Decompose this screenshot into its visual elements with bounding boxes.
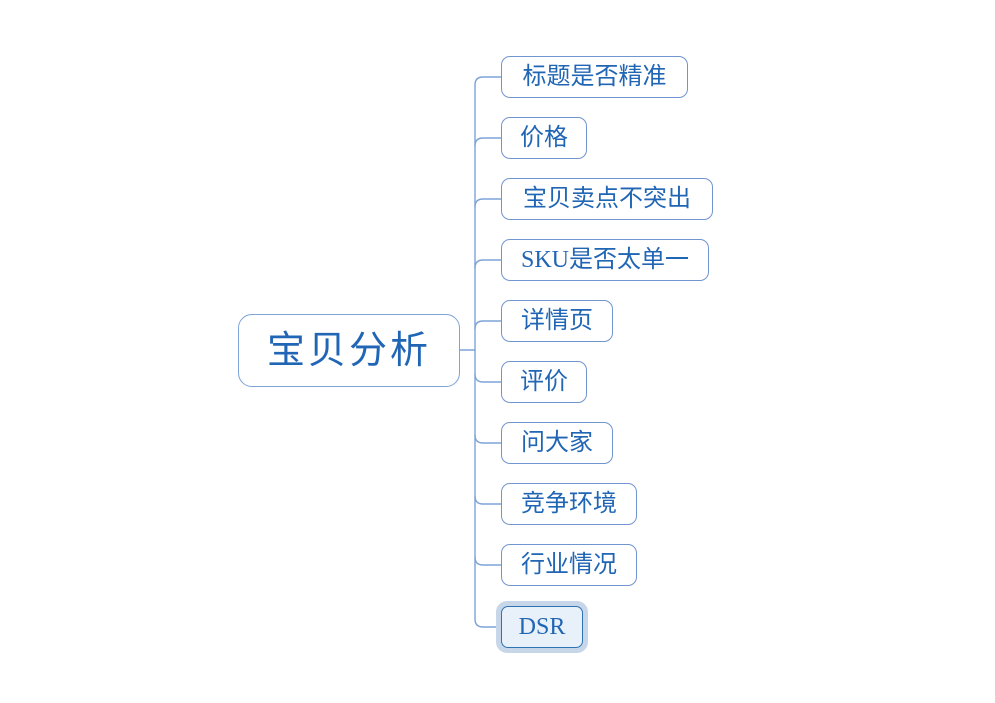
node-competition[interactable]: 竞争环境 xyxy=(501,483,637,525)
node-detail-page[interactable]: 详情页 xyxy=(501,300,613,342)
branch-line-8 xyxy=(474,495,502,505)
node-selling-points[interactable]: 宝贝卖点不突出 xyxy=(501,178,713,220)
branch-line-4 xyxy=(474,259,502,269)
branch-line-9 xyxy=(474,556,502,566)
branch-line-3 xyxy=(474,198,502,208)
branch-line-6 xyxy=(474,373,502,383)
node-sku-variety[interactable]: SKU是否太单一 xyxy=(501,239,709,281)
node-price[interactable]: 价格 xyxy=(501,117,587,159)
node-dsr[interactable]: DSR xyxy=(501,606,583,648)
branch-line-1 xyxy=(474,76,502,86)
node-title-precision[interactable]: 标题是否精准 xyxy=(501,56,688,98)
node-ask-everyone[interactable]: 问大家 xyxy=(501,422,613,464)
node-root[interactable]: 宝贝分析 xyxy=(238,314,460,387)
branch-line-5 xyxy=(474,320,502,330)
branch-line-7 xyxy=(474,434,502,444)
node-industry[interactable]: 行业情况 xyxy=(501,544,637,586)
node-reviews[interactable]: 评价 xyxy=(501,361,587,403)
selection-halo: DSR xyxy=(496,601,588,653)
branch-line-2 xyxy=(474,137,502,147)
